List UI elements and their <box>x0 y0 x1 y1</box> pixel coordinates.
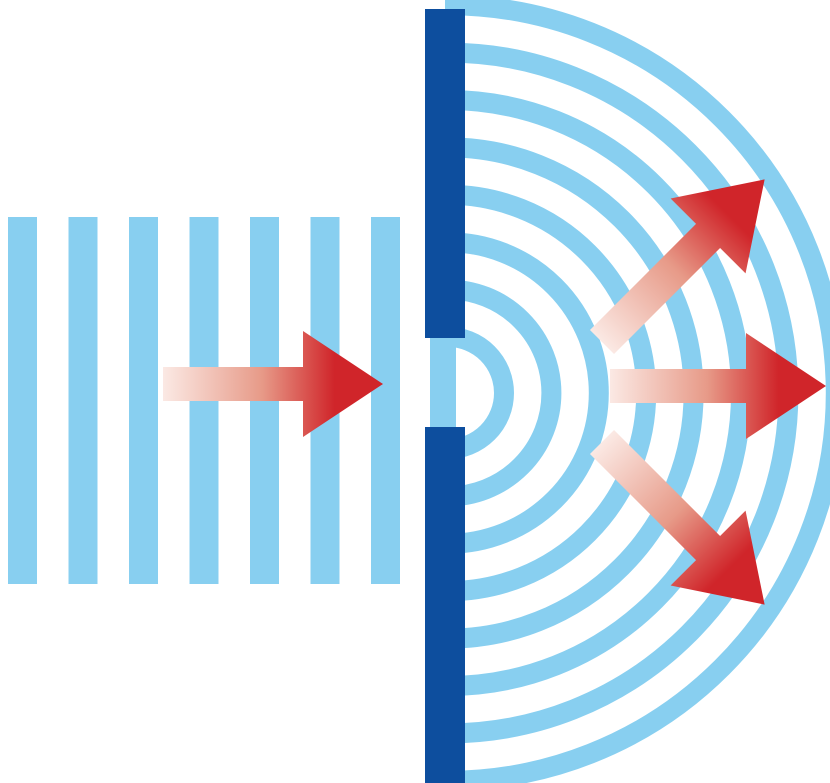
plane-wavefront <box>129 217 158 584</box>
plane-wavefront <box>8 217 37 584</box>
plane-wavefront <box>68 217 98 584</box>
barrier-lower <box>425 427 465 783</box>
slit-wavefront <box>430 338 456 427</box>
direction-arrows <box>163 179 826 605</box>
outgoing-arrow-down <box>589 429 765 605</box>
outgoing-arrow-up <box>589 179 765 355</box>
slit-barrier <box>425 9 465 783</box>
plane-wavefront <box>371 217 400 584</box>
incoming-arrow <box>163 331 383 437</box>
outgoing-arrow-middle <box>610 333 826 439</box>
barrier-upper <box>425 9 465 338</box>
